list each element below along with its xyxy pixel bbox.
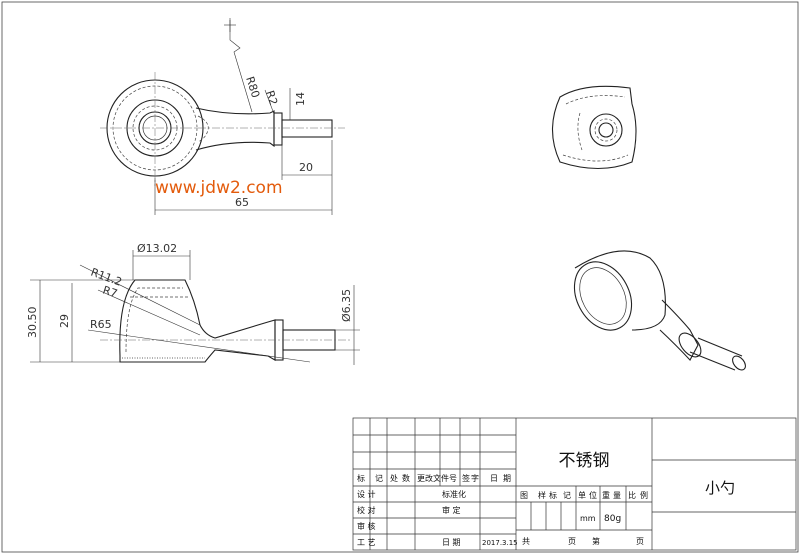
dim-14: 14 [294, 92, 307, 106]
isometric-view [573, 250, 746, 371]
row-label-process: 工 艺 [357, 538, 376, 547]
stage-hdr: 单 [578, 490, 586, 500]
weight-value: 80g [604, 514, 621, 524]
row-label-review: 审 核 [357, 521, 376, 531]
dim-30-50: 30.50 [26, 307, 39, 339]
stage-hdr: 位 [589, 490, 597, 500]
title-block: 不锈钢 小勺 标 记 处 数 更改文件号 签 字 日 期 设 计 标准化 校 对… [352, 417, 797, 551]
hdr-cell: 记 [375, 474, 383, 483]
row-field-approve: 审 定 [442, 505, 461, 515]
stage-hdr: 图 [520, 491, 528, 500]
stage-hdr: 量 [613, 491, 621, 500]
sheet-page-label: 页 [636, 537, 644, 546]
top-view: R80 R2 14 20 65 [100, 18, 345, 215]
hdr-cell: 处 [390, 473, 398, 483]
sheets-page-label: 页 [568, 537, 576, 546]
hdr-cell: 日 [490, 474, 498, 483]
material-text: 不锈钢 [559, 451, 610, 471]
dim-65: 65 [235, 196, 249, 209]
row-field-date: 日 期 [442, 538, 461, 547]
dim-dia-6-35: Ø6.35 [340, 289, 353, 322]
hdr-cell: 签 [462, 473, 470, 483]
row-label-check: 校 对 [357, 505, 376, 515]
dim-dia-13-02: Ø13.02 [137, 242, 177, 255]
dim-r65: R65 [90, 318, 112, 331]
stage-hdr: 样 [538, 490, 546, 500]
hdr-cell: 更改文件号 [417, 473, 457, 483]
hdr-cell: 字 [471, 473, 479, 483]
dim-29: 29 [58, 314, 71, 328]
hdr-cell: 标 [357, 473, 365, 483]
dim-r80: R80 [243, 75, 262, 100]
side-view: Ø13.02 R11.2 R7 R65 30.50 29 Ø6.35 [26, 242, 360, 365]
stage-hdr: 比 [628, 490, 636, 500]
row-field-standard: 标准化 [442, 489, 466, 499]
watermark-text: www.jdw2.com [155, 178, 283, 198]
hdr-cell: 数 [402, 473, 410, 483]
dim-r7: R7 [101, 283, 119, 300]
date-value: 2017.3.15 [482, 539, 518, 547]
dim-20: 20 [299, 161, 313, 174]
row-label-design: 设 计 [357, 489, 376, 499]
dim-r2: R2 [263, 89, 280, 107]
sheets-total-label: 共 [522, 537, 530, 546]
stage-hdr: 标 [549, 490, 557, 500]
end-view [552, 85, 637, 169]
stage-hdr: 例 [640, 490, 648, 500]
hdr-cell: 期 [503, 474, 511, 483]
stage-hdr: 记 [563, 491, 571, 500]
stage-hdr: 重 [602, 490, 610, 500]
part-name-text: 小勺 [705, 479, 735, 497]
unit-value: mm [580, 514, 596, 523]
sheet-no-label: 第 [592, 536, 600, 546]
